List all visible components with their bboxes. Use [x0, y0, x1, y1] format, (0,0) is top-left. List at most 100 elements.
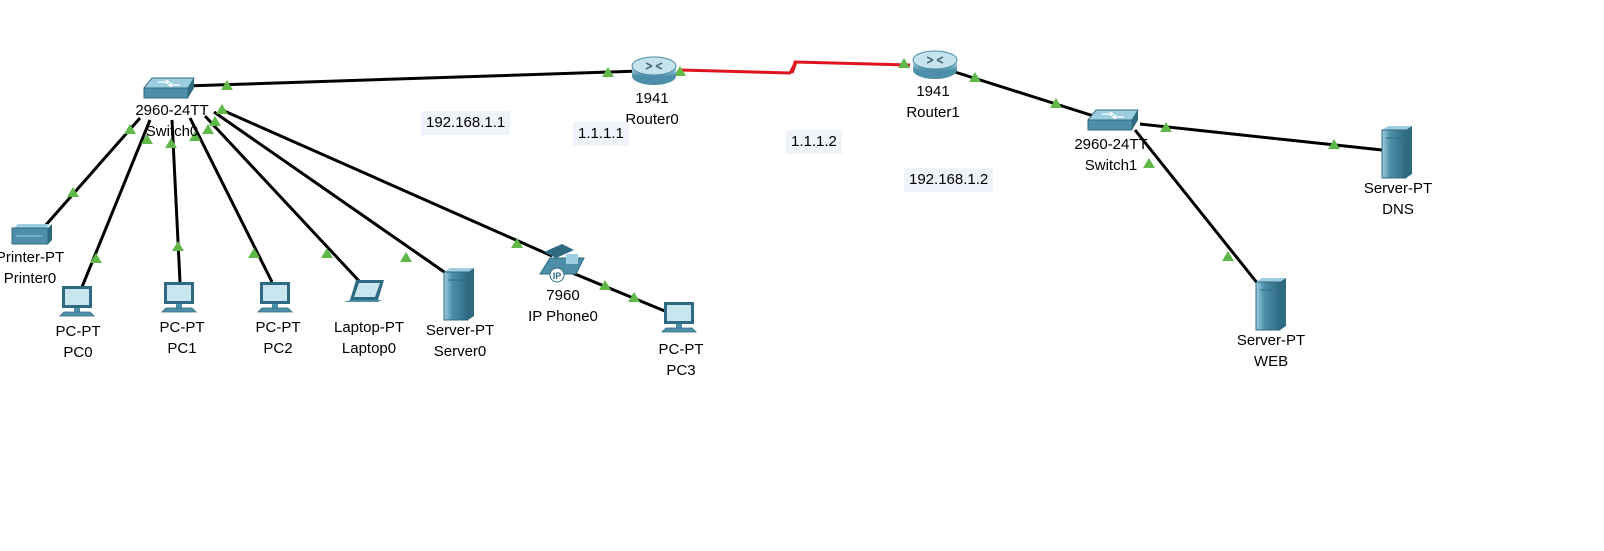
switch0-device[interactable] [142, 77, 195, 99]
pc-icon [59, 286, 95, 317]
port-up-indicator [628, 292, 640, 302]
port-up-indicator [172, 241, 184, 251]
router0-device[interactable] [631, 56, 677, 85]
pc0-device[interactable] [59, 286, 95, 317]
server-icon [443, 268, 474, 321]
pc-icon [661, 302, 697, 333]
web-server-device[interactable] [1255, 278, 1286, 331]
port-up-indicator [189, 131, 201, 141]
device-name: Switch0 [145, 123, 199, 140]
printer-icon [11, 224, 52, 245]
note-lan0-ip[interactable]: 192.168.1.1 [421, 111, 511, 135]
device-name: PC1 [167, 340, 197, 357]
device-model: 7960 [546, 287, 580, 304]
device-model: 2960-24TT [135, 102, 209, 119]
device-model: PC-PT [255, 319, 301, 336]
port-up-indicator [321, 248, 333, 258]
device-name: PC2 [263, 340, 293, 357]
port-up-indicator [1160, 122, 1172, 132]
device-name: Server0 [433, 343, 487, 360]
port-up-indicator [599, 280, 611, 290]
laptop0-label: Laptop-PT Laptop0 [334, 317, 404, 359]
router-icon [631, 56, 677, 85]
link-switch0-router0[interactable] [184, 69, 641, 88]
device-name: WEB [1253, 353, 1289, 370]
link-router0-router1-serial[interactable] [679, 60, 911, 75]
note-wan0-ip[interactable]: 1.1.1.1 [573, 122, 629, 146]
laptop-icon [344, 280, 384, 302]
link-switch0-laptop0[interactable] [203, 114, 362, 284]
note-wan1-ip[interactable]: 1.1.1.2 [786, 130, 842, 154]
port-up-indicator [248, 248, 260, 258]
router-icon [912, 50, 958, 79]
port-up-indicator [90, 253, 102, 263]
port-up-indicator [209, 116, 221, 126]
port-up-indicator [602, 67, 614, 77]
device-model: 2960-24TT [1074, 136, 1148, 153]
device-model: Server-PT [425, 322, 495, 339]
link-switch0-pc2[interactable] [188, 117, 274, 283]
port-up-indicator [141, 134, 153, 144]
device-name: Printer0 [3, 270, 57, 287]
port-up-indicator [165, 138, 177, 148]
device-model: Server-PT [1363, 180, 1433, 197]
router1-label: 1941 Router1 [906, 81, 959, 123]
device-model: PC-PT [658, 341, 704, 358]
link-phone0-pc3[interactable] [569, 270, 673, 316]
port-up-indicator [400, 252, 412, 262]
device-model: 1941 [916, 83, 950, 100]
port-up-indicator [202, 124, 214, 134]
ip-phone0-device[interactable]: IP [539, 244, 585, 283]
pc0-label: PC-PT PC0 [56, 321, 101, 363]
port-up-indicator [216, 104, 228, 114]
device-name: Switch1 [1084, 157, 1138, 174]
port-up-indicator [1143, 158, 1155, 168]
link-switch1-web[interactable] [1133, 129, 1260, 285]
pc2-label: PC-PT PC2 [256, 317, 301, 359]
device-model: PC-PT [55, 323, 101, 340]
server0-label: Server-PT Server0 [426, 320, 494, 362]
pc-icon [161, 282, 197, 313]
port-up-indicator [1050, 98, 1062, 108]
server-icon [1381, 126, 1412, 179]
device-name: Laptop0 [341, 340, 397, 357]
port-up-indicator [969, 72, 981, 82]
router1-device[interactable] [912, 50, 958, 79]
link-switch0-phone0[interactable] [221, 108, 553, 258]
pc2-device[interactable] [257, 282, 293, 313]
server0-device[interactable] [443, 268, 474, 321]
printer0-device[interactable] [11, 224, 52, 245]
link-switch1-dns[interactable] [1139, 122, 1383, 152]
port-up-indicator [124, 124, 136, 134]
dns-server-device[interactable] [1381, 126, 1412, 179]
switch1-label: 2960-24TT Switch1 [1074, 134, 1147, 176]
device-model: Printer-PT [0, 249, 65, 266]
pc1-device[interactable] [161, 282, 197, 313]
device-name: DNS [1382, 201, 1414, 218]
laptop0-device[interactable] [344, 280, 384, 302]
switch1-device[interactable] [1086, 109, 1139, 131]
port-up-indicator [1222, 251, 1234, 261]
web-server-label: Server-PT WEB [1237, 330, 1305, 372]
router0-label: 1941 Router0 [625, 88, 678, 130]
device-name: Router1 [906, 104, 960, 121]
device-name: PC3 [666, 362, 696, 379]
device-name: IP Phone0 [528, 308, 598, 325]
pc-icon [257, 282, 293, 313]
port-up-indicator [1328, 139, 1340, 149]
device-name: Router0 [625, 111, 679, 128]
ip-phone-icon: IP [539, 244, 585, 283]
switch-icon [142, 77, 195, 99]
switch-icon [1086, 109, 1139, 131]
link-switch0-printer0[interactable] [43, 117, 142, 227]
server-icon [1255, 278, 1286, 331]
links-layer [43, 60, 1383, 316]
port-indicators [67, 58, 1340, 302]
note-lan1-ip[interactable]: 192.168.1.2 [904, 168, 994, 192]
pc3-label: PC-PT PC3 [659, 339, 704, 381]
switch0-label: 2960-24TT Switch0 [135, 100, 208, 142]
port-up-indicator [67, 187, 79, 197]
pc3-device[interactable] [661, 302, 697, 333]
link-switch0-server0[interactable] [213, 110, 451, 278]
